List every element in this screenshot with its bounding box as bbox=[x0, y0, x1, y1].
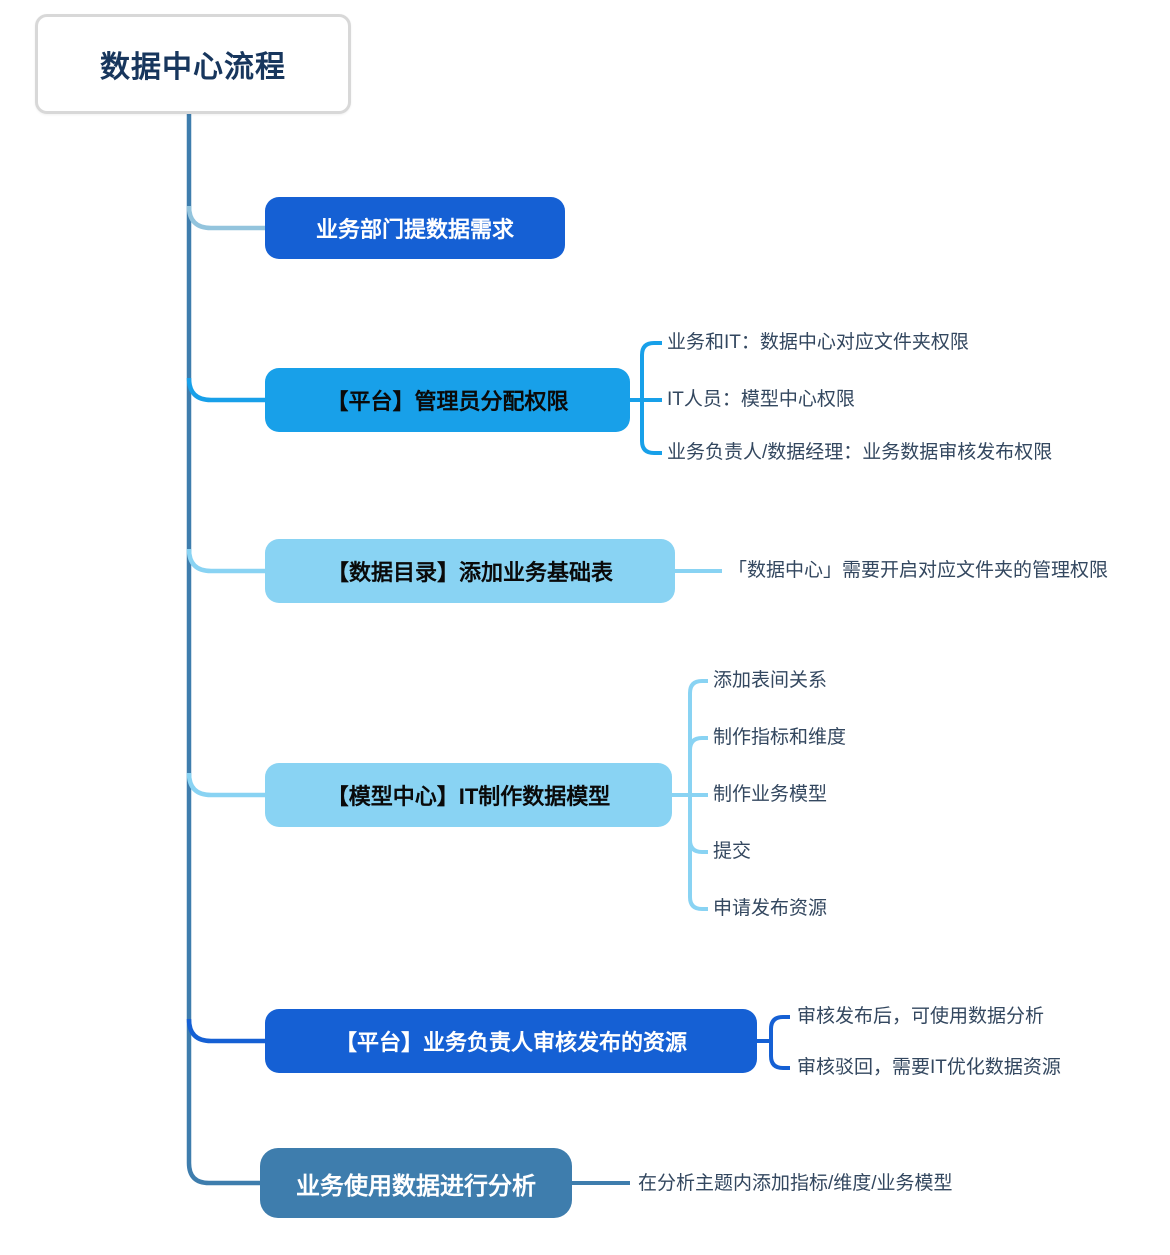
leaf-node-rejected-it-optimize[interactable]: 审核驳回，需要IT优化数据资源 bbox=[797, 1057, 1061, 1078]
branch-node-label: 【数据目录】添加业务基础表 bbox=[326, 560, 613, 585]
connector-branch4-child-4 bbox=[688, 795, 708, 854]
leaf-node-owner-review-permission[interactable]: 业务负责人/数据经理：业务数据审核发布权限 bbox=[667, 442, 1053, 463]
connector-branch5-child-1 bbox=[769, 1015, 790, 1041]
connector-branch2-child-1 bbox=[640, 341, 662, 400]
connector-branch-5 bbox=[186, 1018, 265, 1044]
connector-branch-1 bbox=[186, 205, 265, 231]
branch-node-label: 【模型中心】IT制作数据模型 bbox=[326, 784, 611, 809]
leaf-node-business-it-folder-permission[interactable]: 业务和IT：数据中心对应文件夹权限 bbox=[667, 332, 969, 353]
leaf-node-make-business-model[interactable]: 制作业务模型 bbox=[713, 784, 828, 805]
branch-node-business-request[interactable]: 业务部门提数据需求 bbox=[265, 197, 565, 259]
leaf-node-it-model-center-permission[interactable]: IT人员：模型中心权限 bbox=[667, 389, 855, 410]
branch-node-label: 【平台】业务负责人审核发布的资源 bbox=[334, 1030, 687, 1055]
branch-node-label: 业务部门提数据需求 bbox=[315, 217, 514, 242]
connector-branch5-child-2 bbox=[769, 1041, 790, 1070]
branch-node-review-publish[interactable]: 【平台】业务负责人审核发布的资源 bbox=[265, 1009, 757, 1073]
connector-branch4-child-2 bbox=[688, 736, 708, 795]
connector-branch4-child-5 bbox=[688, 795, 708, 911]
branch-node-model-center[interactable]: 【模型中心】IT制作数据模型 bbox=[265, 763, 672, 827]
branch-node-admin-permissions[interactable]: 【平台】管理员分配权限 bbox=[265, 368, 630, 432]
branch-node-use-data-analysis[interactable]: 业务使用数据进行分析 bbox=[260, 1148, 572, 1218]
connector-branch-4 bbox=[186, 772, 265, 798]
leaf-node-datacenter-folder-admin[interactable]: 「数据中心」需要开启对应文件夹的管理权限 bbox=[728, 560, 1109, 581]
connector-trunk bbox=[186, 113, 260, 1186]
leaf-node-submit[interactable]: 提交 bbox=[713, 841, 752, 862]
connector-branch2-child-3 bbox=[640, 400, 662, 455]
connector-branch-3 bbox=[186, 548, 265, 574]
leaf-node-add-table-relations[interactable]: 添加表间关系 bbox=[713, 670, 828, 691]
leaf-node-make-indicators-dimensions[interactable]: 制作指标和维度 bbox=[713, 727, 847, 748]
branch-node-label: 【平台】管理员分配权限 bbox=[326, 389, 569, 414]
connector-branch4-child-1 bbox=[688, 679, 708, 795]
branch-node-label: 业务使用数据进行分析 bbox=[296, 1172, 536, 1200]
leaf-node-apply-publish-resource[interactable]: 申请发布资源 bbox=[713, 898, 828, 919]
leaf-node-approved-use-analysis[interactable]: 审核发布后，可使用数据分析 bbox=[797, 1006, 1045, 1027]
root-node-label: 数据中心流程 bbox=[100, 51, 286, 84]
branch-node-data-catalog[interactable]: 【数据目录】添加业务基础表 bbox=[265, 539, 675, 603]
root-node[interactable]: 数据中心流程 bbox=[35, 14, 351, 114]
leaf-node-add-to-analysis-subject[interactable]: 在分析主题内添加指标/维度/业务模型 bbox=[638, 1173, 953, 1194]
connector-branch-2 bbox=[186, 377, 265, 403]
